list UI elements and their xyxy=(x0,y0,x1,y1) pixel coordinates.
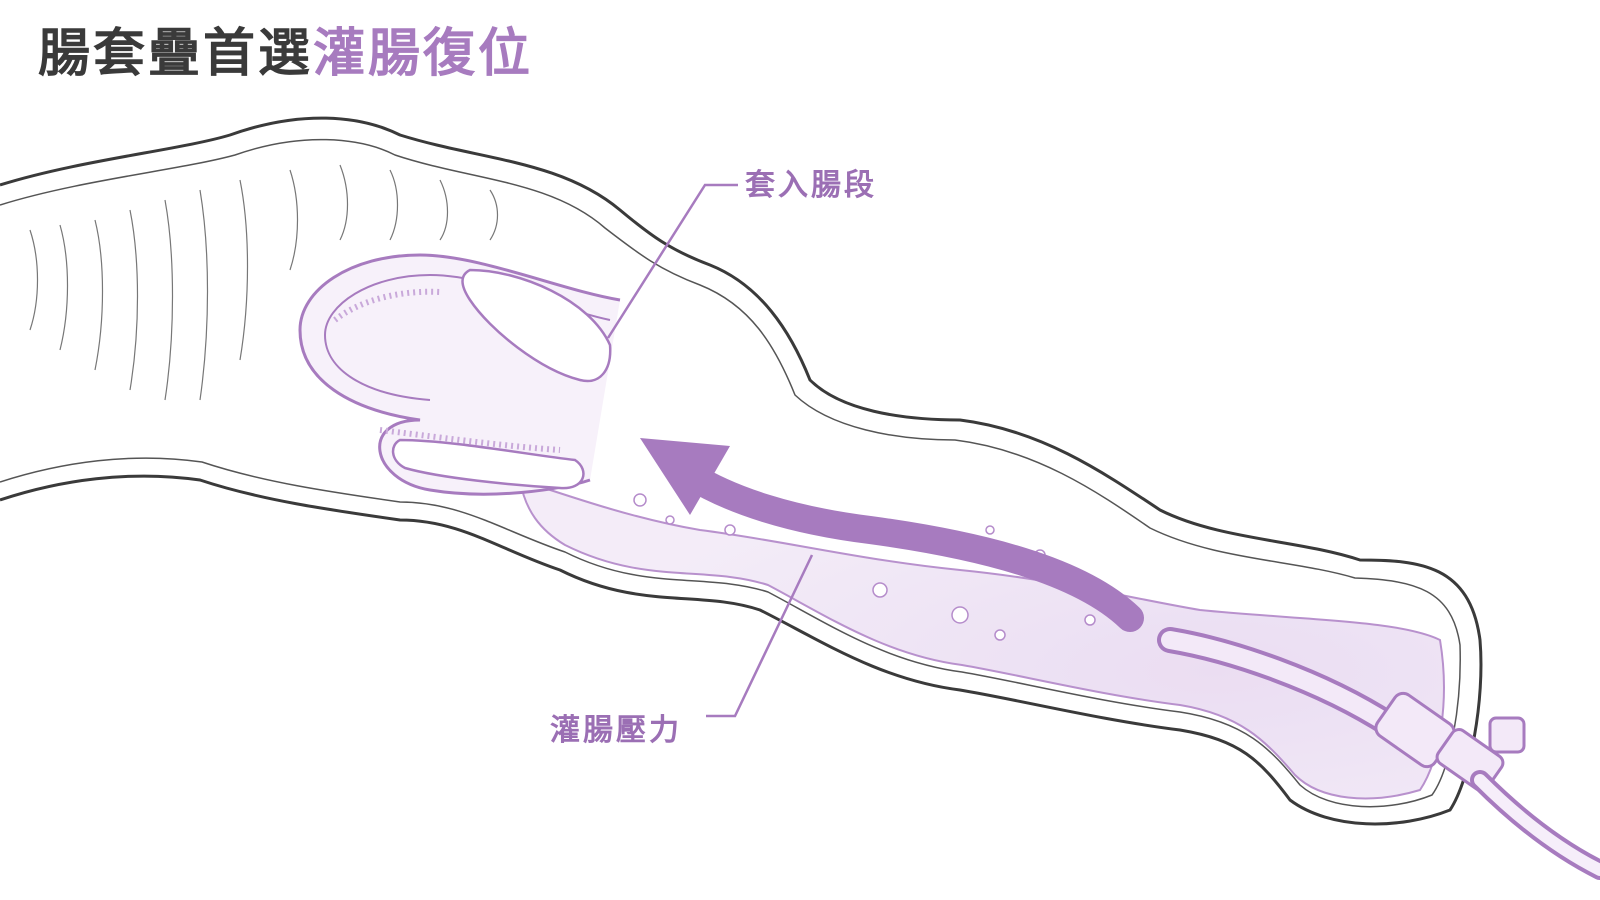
fluid-bubbles xyxy=(633,493,1096,641)
enema-fluid xyxy=(518,478,1445,800)
title-accent: 灌腸復位 xyxy=(313,24,534,84)
page-title: 腸套疊首選灌腸復位 xyxy=(38,22,533,86)
mucosal-folds xyxy=(29,164,499,401)
leader-line-enema-pressure xyxy=(706,554,814,718)
catheter-icon xyxy=(1157,627,1600,880)
intussusceptum xyxy=(298,253,621,496)
title-main: 腸套疊首選 xyxy=(38,24,314,84)
label-enema-pressure: 灌腸壓力 xyxy=(550,713,682,748)
bowel-inner-wall xyxy=(0,138,1461,808)
label-intussusceptum: 套入腸段 xyxy=(745,168,877,203)
bowel-outer-wall xyxy=(0,116,1483,826)
leader-line-intussusceptum xyxy=(606,183,738,339)
curved-arrow-icon xyxy=(640,438,1144,632)
